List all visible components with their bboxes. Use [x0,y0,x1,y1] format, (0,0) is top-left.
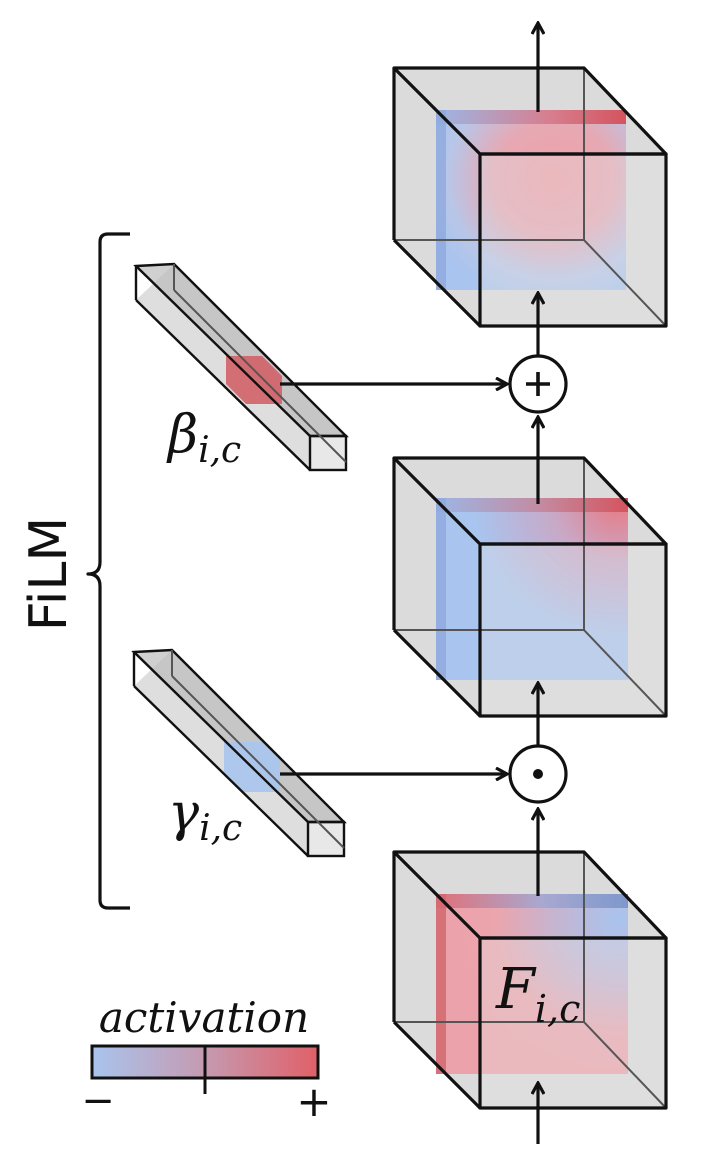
film-label: FiLM [19,517,79,631]
legend-min-label: − [81,1078,115,1124]
beta-label: βi,c [166,405,241,471]
legend-title: activation [99,993,309,1042]
feature-label: Fi,c [495,957,580,1031]
gamma-label: γi,c [168,783,242,849]
beta-vector-bar [133,262,349,472]
legend-max-label: + [296,1077,331,1126]
input-feature-cube [392,850,668,1110]
activation-legend: activation − + [81,993,331,1126]
flow-arrows [280,24,538,1144]
add-operator [508,354,568,414]
modulated-feature-cube [392,456,668,718]
multiply-operator [508,744,568,804]
output-feature-cube [392,66,668,328]
gamma-vector-bar [131,648,347,858]
film-bracket [86,232,130,910]
